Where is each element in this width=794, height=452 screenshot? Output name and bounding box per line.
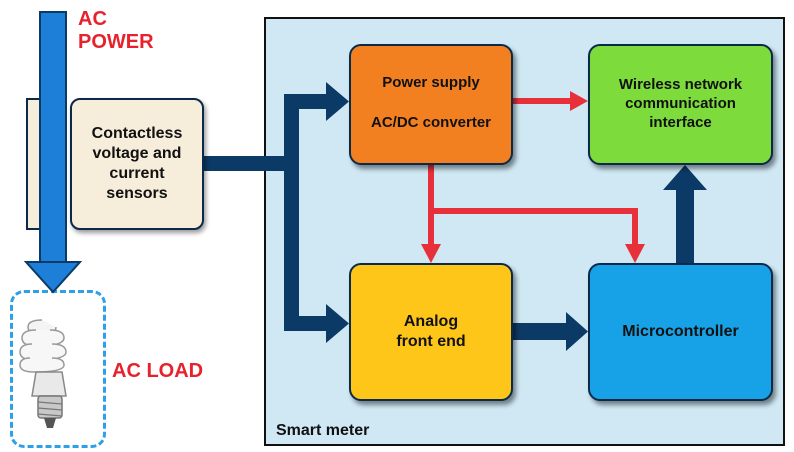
bus-to-power — [284, 94, 328, 109]
arrow-to-power-supply — [326, 82, 349, 121]
sensor-line-3: current — [109, 165, 165, 182]
ac-load-box — [10, 290, 106, 448]
sensor-line-1: Contactless — [91, 125, 183, 142]
microcontroller-block: Microcontroller — [588, 263, 773, 401]
ac-power-line-2: POWER — [78, 31, 154, 53]
ac-power-line — [39, 11, 67, 266]
arrow-to-mcu — [566, 312, 588, 351]
sensor-bus — [204, 156, 292, 171]
ac-load-label: AC LOAD — [112, 360, 204, 382]
wireless-line-3: interface — [649, 113, 712, 131]
afe-line-2: front end — [396, 333, 466, 350]
power-to-wireless-line — [513, 98, 573, 104]
ac-power-line-1: AC — [78, 8, 107, 30]
arrow-to-wireless — [663, 165, 707, 190]
afe-text: Analog front end — [396, 312, 465, 352]
mcu-to-wireless-line — [676, 188, 694, 263]
bus-vertical — [284, 94, 299, 331]
sensor-box: Contactless voltage and current sensors — [70, 98, 204, 230]
afe-line-1: Analog — [403, 313, 459, 330]
power-to-mcu-horizontal — [428, 208, 638, 214]
power-supply-title: Power supply — [382, 74, 480, 91]
wireless-interface-block: Wireless network communication interface — [588, 44, 773, 165]
power-to-mcu-vertical — [632, 208, 638, 246]
cfl-bulb-icon — [19, 319, 67, 428]
ac-power-arrowhead — [23, 261, 83, 294]
smart-meter-label: Smart meter — [276, 422, 370, 439]
sensor-line-2: voltage and — [92, 145, 182, 162]
afe-to-mcu-line — [513, 323, 568, 340]
power-down-line — [428, 165, 434, 247]
arrow-red-to-wireless — [570, 91, 588, 111]
wireless-line-1: Wireless network — [618, 76, 743, 94]
ac-power-label: AC POWER — [78, 8, 154, 54]
sensor-text: Contactless voltage and current sensors — [92, 124, 183, 204]
power-supply-subtitle: AC/DC converter — [370, 113, 492, 131]
analog-front-end-block: Analog front end — [349, 263, 513, 401]
sensor-line-4: sensors — [106, 185, 168, 202]
wireless-line-2: communication — [625, 95, 736, 113]
bus-to-afe — [284, 316, 328, 331]
arrow-red-to-mcu — [625, 244, 645, 263]
wireless-text: Wireless network communication interface — [619, 76, 742, 132]
arrow-to-afe — [326, 304, 349, 343]
arrow-red-to-afe — [421, 244, 441, 263]
power-supply-block: Power supply AC/DC converter — [349, 44, 513, 165]
